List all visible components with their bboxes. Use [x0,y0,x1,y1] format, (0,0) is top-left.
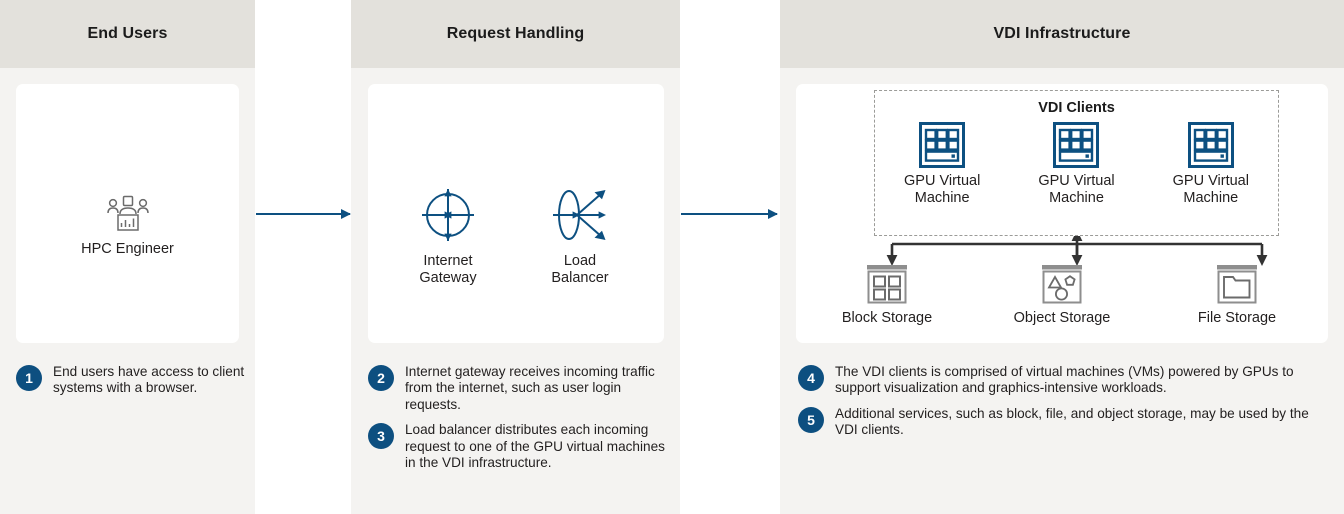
caption-text-3: Load balancer distributes each incoming … [405,422,665,471]
caption-item-5: 5 Additional services, such as block, fi… [798,406,1328,439]
load-balancer-icon [553,190,606,240]
caption-text-1: End users have access to client systems … [53,364,245,396]
node-label-gpu-virtual-machine-3: GPU Virtual Machine [1172,173,1249,206]
caption-text-4: The VDI clients is comprised of virtual … [835,364,1294,396]
column-end-users: End Users [0,0,255,514]
card-request-handling: Internet Gateway [368,84,664,343]
node-label-gpu-virtual-machine-2: GPU Virtual Machine [1038,173,1115,206]
node-label-object-storage: Object Storage [1013,310,1111,326]
node-label-file-storage: File Storage [1197,310,1277,326]
column-header-vdi-infrastructure: VDI Infrastructure [780,0,1344,68]
object-storage-icon [1042,265,1082,304]
node-file-storage[interactable]: File Storage [1162,262,1312,327]
card-vdi-infrastructure: VDI Clients GPU Virtual Machin [796,84,1328,343]
internet-gateway-icon [422,189,474,241]
vdi-clients-row: GPU Virtual Machine GPU Virt [875,122,1278,207]
node-gpu-virtual-machine-1[interactable]: GPU Virtual Machine [883,122,1001,207]
node-gpu-virtual-machine-2[interactable]: GPU Virtual Machine [1017,122,1135,207]
node-internet-gateway[interactable]: Internet Gateway [382,184,514,287]
group-title-vdi-clients: VDI Clients [1038,100,1115,116]
gpu-virtual-machine-icon [1053,122,1100,168]
node-label-gpu-virtual-machine-1: GPU Virtual Machine [904,173,981,206]
storage-services-row: Block Storage Object Storage [812,262,1312,327]
caption-badge-1: 1 [16,365,42,391]
column-header-end-users: End Users [0,0,255,68]
captions-request-handling: 2 Internet gateway receives incoming tra… [368,364,668,480]
node-label-block-storage: Block Storage [841,310,933,326]
caption-badge-3: 3 [368,423,394,450]
group-vdi-clients: VDI Clients GPU Virtual Machin [874,90,1279,236]
node-gpu-virtual-machine-3[interactable]: GPU Virtual Machine [1152,122,1270,207]
flow-arrow-request-handling-to-vdi [681,208,778,219]
card-end-users: HPC Engineer [16,84,239,343]
hpc-engineer-icon [106,195,149,231]
caption-item-4: 4 The VDI clients is comprised of virtua… [798,364,1328,397]
node-label-internet-gateway: Internet Gateway [419,253,477,286]
caption-badge-2: 2 [368,365,394,391]
block-storage-icon [867,265,907,304]
node-label-hpc-engineer: HPC Engineer [81,241,174,257]
gpu-virtual-machine-icon [919,122,966,168]
file-storage-icon [1217,265,1257,304]
flow-arrow-end-users-to-request-handling [256,208,351,219]
node-label-load-balancer: Load Balancer [551,253,609,286]
caption-text-5: Additional services, such as block, file… [835,405,1309,438]
column-request-handling: Request Handling Internet [351,0,680,514]
node-hpc-engineer[interactable]: HPC Engineer [16,194,239,258]
caption-item-3: 3 Load balancer distributes each incomin… [368,422,668,471]
captions-end-users: 1 End users have access to client system… [16,364,248,406]
column-vdi-infrastructure: VDI Infrastructure [780,0,1344,514]
node-load-balancer[interactable]: Load Balancer [514,184,646,287]
caption-item-1: 1 End users have access to client system… [16,364,248,397]
captions-vdi: 4 The VDI clients is comprised of virtua… [798,364,1328,448]
node-object-storage[interactable]: Object Storage [987,262,1137,327]
caption-item-2: 2 Internet gateway receives incoming tra… [368,364,668,413]
caption-badge-4: 4 [798,365,824,391]
column-header-request-handling: Request Handling [351,0,680,68]
caption-text-2: Internet gateway receives incoming traff… [405,364,655,412]
gpu-virtual-machine-icon [1187,122,1234,168]
caption-badge-5: 5 [798,406,824,433]
node-block-storage[interactable]: Block Storage [812,262,962,327]
